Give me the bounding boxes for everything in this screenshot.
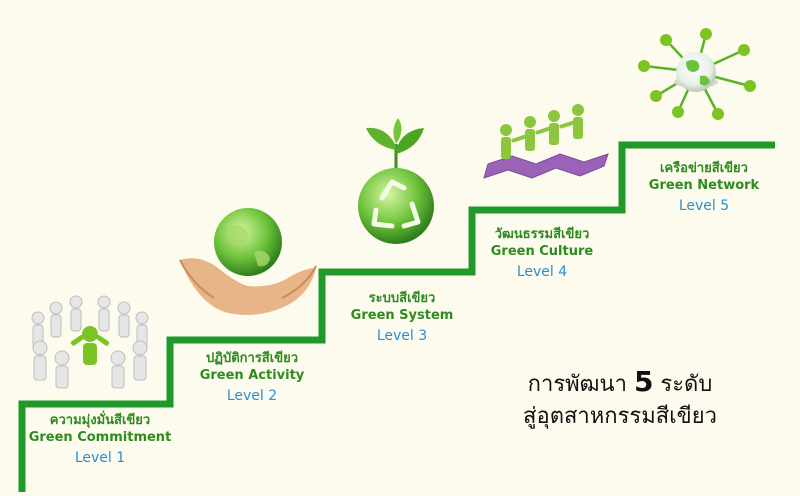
level-5-number: Level 5	[678, 198, 730, 214]
title-line-1-post: ระดับ	[660, 372, 713, 397]
staircase-line	[18, 141, 775, 492]
level-1-label: ความมุ่งมั่นสีเขียว Green Commitment Lev…	[15, 412, 185, 469]
level-1-thai: ความมุ่งมั่นสีเขียว	[49, 413, 151, 428]
level-3-english: Green System	[350, 308, 454, 323]
level-2-label: ปฏิบัติการสีเขียว Green Activity Level 2	[167, 350, 337, 407]
title-line-1-pre: การพัฒนา	[527, 372, 627, 397]
level-4-thai: วัฒนธรรมสีเขียว	[494, 227, 590, 242]
diagram-title: การพัฒนา 5 ระดับ สู่อุตสาหกรรมสีเขียว	[500, 366, 740, 433]
level-4-number: Level 4	[516, 264, 568, 280]
level-4-english: Green Culture	[490, 244, 594, 259]
level-3-number: Level 3	[376, 328, 428, 344]
title-line-2: สู่อุตสาหกรรมสีเขียว	[523, 404, 717, 429]
network-globe-icon	[638, 28, 756, 120]
level-1-english: Green Commitment	[28, 430, 172, 445]
level-4-label: วัฒนธรรมสีเขียว Green Culture Level 4	[457, 226, 627, 283]
level-2-thai: ปฏิบัติการสีเขียว	[205, 351, 298, 366]
level-3-thai: ระบบสีเขียว	[368, 291, 436, 306]
title-line-1: การพัฒนา 5 ระดับ	[500, 366, 740, 401]
puzzle-people-icon	[483, 104, 609, 179]
level-2-english: Green Activity	[199, 368, 305, 383]
title-number: 5	[633, 365, 654, 398]
level-1-number: Level 1	[74, 450, 126, 466]
level-5-label: เครือข่ายสีเขียว Green Network Level 5	[619, 160, 789, 217]
level-3-label: ระบบสีเขียว Green System Level 3	[317, 290, 487, 347]
recycle-globe-plant-icon	[358, 118, 434, 244]
people-circle-icon	[31, 295, 149, 389]
level-5-thai: เครือข่ายสีเขียว	[660, 161, 748, 176]
level-2-number: Level 2	[226, 388, 278, 404]
hands-globe-icon	[179, 208, 317, 315]
level-5-english: Green Network	[648, 178, 760, 193]
